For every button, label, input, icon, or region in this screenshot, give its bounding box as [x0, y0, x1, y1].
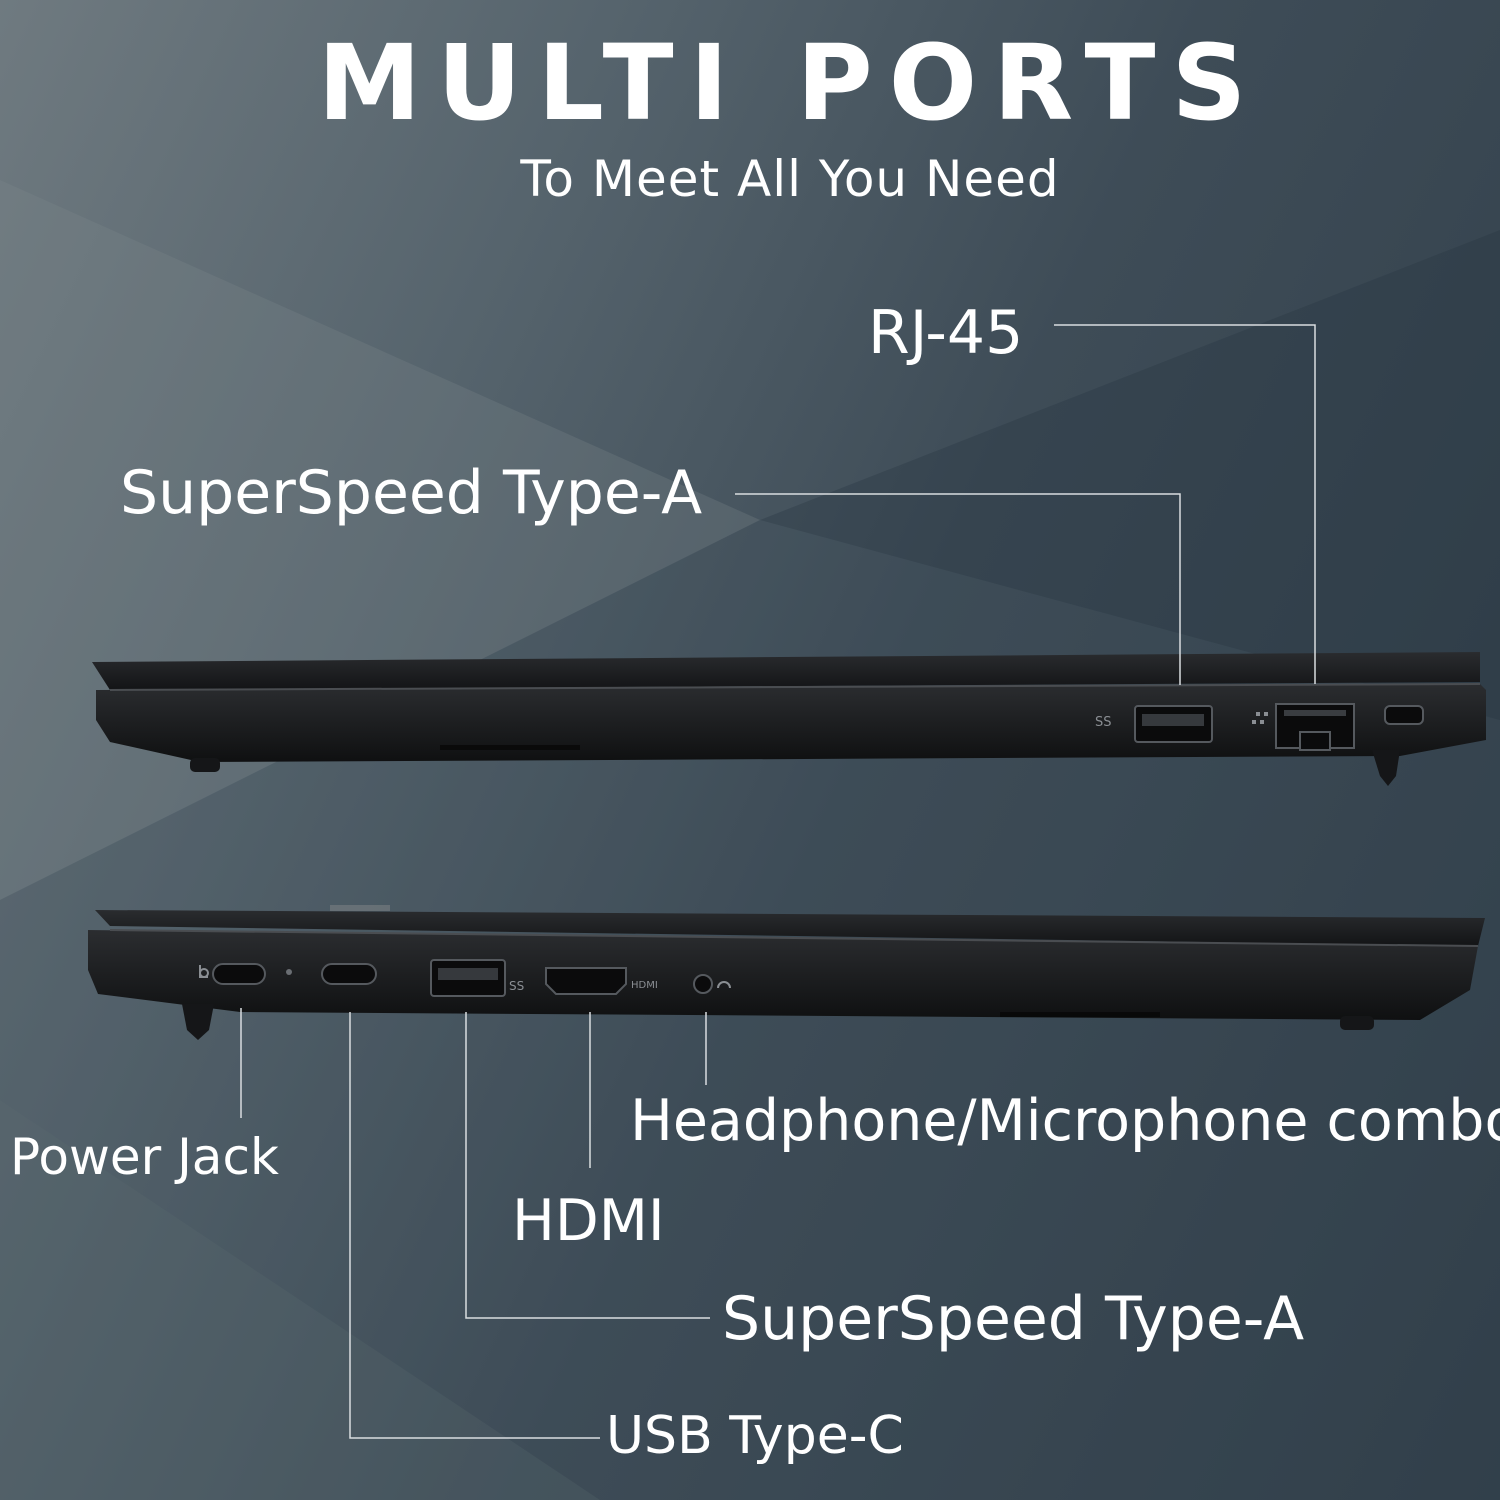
charge-led: [286, 969, 292, 975]
headset-icon: [717, 981, 731, 989]
rubber-foot: [1340, 1016, 1374, 1030]
label-superspeed-type-a-top: SuperSpeed Type-A: [120, 458, 703, 528]
label-superspeed-type-a-bottom: SuperSpeed Type-A: [722, 1284, 1305, 1354]
rj45-port: [1275, 703, 1355, 751]
leader-superspeed-bottom: [465, 1012, 710, 1319]
page-subtitle: To Meet All You Need: [520, 150, 1060, 208]
label-power-jack: Power Jack: [10, 1128, 279, 1186]
usb-superspeed-icon: SS: [509, 979, 524, 993]
leader-lines: [240, 324, 1316, 1439]
hdmi-port: [545, 967, 627, 995]
laptop-left-side: SS HDMI: [88, 905, 1485, 1040]
label-hdmi: HDMI: [512, 1188, 665, 1254]
rubber-foot: [182, 1004, 214, 1040]
audio-jack: [693, 974, 713, 994]
leader-rj45: [1054, 324, 1316, 684]
usb-c-port: [321, 963, 377, 985]
label-headphone-microphone: Headphone/Microphone combo: [630, 1088, 1500, 1154]
power-icon: [199, 965, 209, 978]
leader-usb-c: [349, 1012, 600, 1439]
page-title: MULTI PORTS: [317, 22, 1263, 144]
leader-superspeed-top: [735, 493, 1181, 685]
power-usb-c-port: [212, 963, 266, 985]
usb-superspeed-icon: SS: [1095, 715, 1112, 730]
label-rj45: RJ-45: [868, 298, 1024, 368]
hdmi-logo: HDMI: [631, 980, 658, 991]
kensington-lock-icon: [1384, 705, 1424, 725]
label-usb-type-c: USB Type-C: [606, 1406, 904, 1466]
ethernet-icon: [1252, 712, 1268, 724]
rubber-foot: [1372, 750, 1400, 786]
rubber-foot: [190, 758, 220, 772]
laptop-right-side: SS: [92, 652, 1486, 786]
